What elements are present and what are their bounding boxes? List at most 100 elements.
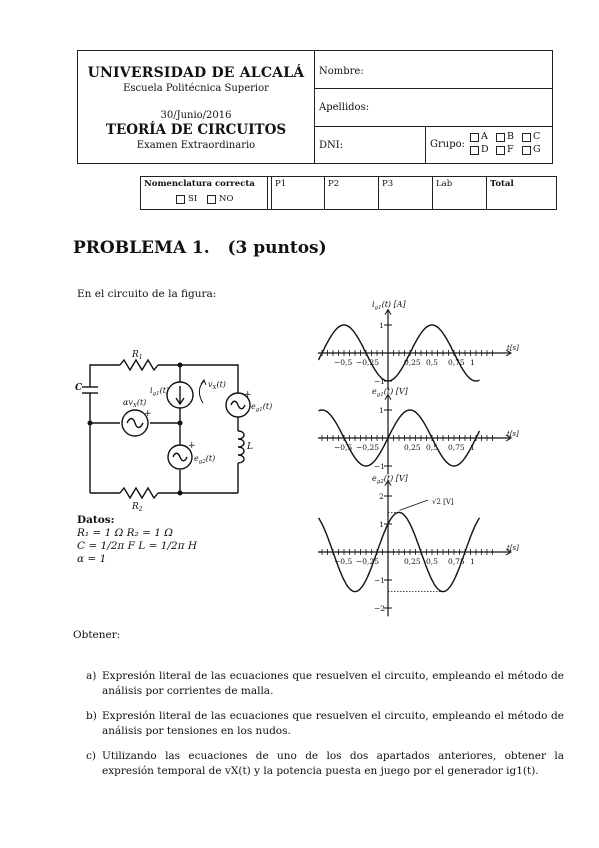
r2-label: R2 — [131, 502, 143, 513]
p3-label: P3 — [382, 179, 394, 189]
datos-block: Datos: R₁ = 1 Ω R₂ = 1 Ω C = 1/2π F L = … — [77, 514, 197, 566]
exam-header: UNIVERSIDAD DE ALCALÁ Escuela Politécnic… — [77, 50, 553, 164]
p1-label: P1 — [275, 179, 287, 189]
nomenclatura-label: Nomenclatura correcta — [144, 179, 255, 189]
eg2-x-tick-label: 0,75 — [448, 557, 465, 566]
eg1-waveform — [318, 409, 481, 467]
t-axis-label-1: t[s] — [507, 344, 519, 352]
header-title-block: UNIVERSIDAD DE ALCALÁ Escuela Politécnic… — [78, 51, 315, 163]
question-a-text: Expresión literal de las ecuaciones que … — [102, 670, 564, 697]
apellidos-label: Apellidos: — [319, 102, 370, 113]
p2-label: P2 — [328, 179, 340, 189]
eg2-y-arrow — [384, 479, 392, 486]
sqrt2-pointer — [399, 499, 429, 511]
waveform-graphs: −0,5 −0,25 0,25 0,5 0,75 1 1 −1 −0,5 −0,25 0,25 0,5… — [317, 300, 519, 617]
si-checkbox[interactable] — [176, 195, 185, 204]
total-cell[interactable]: Total — [486, 177, 557, 209]
group-d-checkbox[interactable] — [470, 146, 479, 155]
eg1-x-tick-label: −0,5 — [334, 443, 352, 452]
group-f-checkbox[interactable] — [496, 146, 505, 155]
eg2-y-tick-label: −2 — [374, 604, 385, 613]
nombre-label: Nombre: — [319, 66, 364, 77]
group-g-checkbox[interactable] — [522, 146, 531, 155]
group-c-checkbox[interactable] — [522, 133, 531, 142]
grupo-cell: Grupo: A B C D F G — [425, 127, 554, 163]
l-label: L — [246, 442, 253, 452]
r1-label: R1 — [131, 350, 143, 361]
group-c-label: C — [533, 131, 541, 142]
eg1-x-tick-label: 0,75 — [448, 443, 465, 452]
ig1-x-arrow — [505, 349, 512, 357]
datos-line1: R₁ = 1 Ω R₂ = 1 Ω — [77, 527, 173, 539]
obtener-label: Obtener: — [73, 629, 121, 641]
eg1-x-arrow — [505, 434, 512, 442]
nombre-field[interactable]: Nombre: — [315, 51, 552, 89]
ig1-x-tick-label: 0,75 — [448, 358, 465, 367]
eg2-x-tick-label: 0,25 — [404, 557, 421, 566]
question-c-label: c) — [86, 750, 96, 762]
datos-line3: α = 1 — [77, 553, 107, 565]
dni-field[interactable]: DNI: Grupo: A B C D F G — [315, 127, 552, 163]
eg2-x-arrow — [505, 548, 512, 556]
eg2-graph-label: eg2(t) [V] — [372, 474, 409, 485]
question-b-text: Expresión literal de las ecuaciones que … — [102, 710, 564, 737]
nomenclatura-cell: Nomenclatura correcta SI NO — [141, 177, 268, 209]
group-b-label: B — [507, 131, 514, 142]
eg2-x-tick-label: 0,5 — [426, 557, 438, 566]
circuit-diagram: R1 R2 C L αvX(t) + ig1(t) vX(t) eg1(t) +… — [75, 350, 272, 513]
problem-number: PROBLEMA 1. — [73, 238, 210, 258]
dep-plus-sign: + — [144, 409, 152, 419]
p3-cell[interactable]: P3 — [378, 177, 432, 209]
ig1-y-tick-label: −1 — [374, 377, 385, 386]
question-b: b) Expresión literal de las ecuaciones q… — [86, 709, 564, 739]
apellidos-field[interactable]: Apellidos: — [315, 89, 552, 127]
p1-cell[interactable]: P1 — [271, 177, 324, 209]
datos-line2: C = 1/2π F L = 1/2π H — [77, 540, 198, 552]
eg2-y-tick-label: −1 — [374, 576, 385, 585]
eg2-x-tick-label: −0,5 — [334, 557, 352, 566]
question-c-text: Utilizando las ecuaciones de uno de los … — [102, 750, 564, 777]
problem-title: PROBLEMA 1. (3 puntos) — [73, 238, 327, 258]
p2-cell[interactable]: P2 — [324, 177, 378, 209]
ig1-x-tick-label: 1 — [470, 358, 475, 367]
eg1-y-arrow — [384, 393, 392, 400]
total-label: Total — [490, 179, 514, 189]
group-d-label: D — [481, 144, 489, 155]
exam-type: Examen Extraordinario — [136, 140, 256, 151]
dni-label: DNI: — [319, 140, 344, 151]
ig1-x-tick-label: −0,25 — [356, 358, 379, 367]
group-f-label: F — [507, 144, 514, 155]
t-axis-label-2: t[s] — [507, 430, 519, 438]
sqrt2-note: √2 [V] — [432, 498, 454, 506]
eg1-plus-sign: + — [244, 390, 252, 400]
eg1-x-tick-label: 1 — [470, 443, 475, 452]
eg2-x-tick-label: −0,25 — [356, 557, 379, 566]
lab-cell[interactable]: Lab — [432, 177, 486, 209]
subject-title: TEORÍA DE CIRCUITOS — [105, 122, 287, 138]
university-name: UNIVERSIDAD DE ALCALÁ — [87, 65, 305, 81]
no-checkbox[interactable] — [207, 195, 216, 204]
school-name: Escuela Politécnica Superior — [123, 83, 269, 94]
group-a-checkbox[interactable] — [470, 133, 479, 142]
ig1-source — [166, 381, 194, 409]
c-label: C — [75, 383, 83, 393]
ig1-label: ig1(t) — [150, 386, 169, 397]
eg2-x-tick-label: 1 — [470, 557, 475, 566]
question-a: a) Expresión literal de las ecuaciones q… — [86, 669, 564, 699]
ig1-graph-label: ig1(t) [A] — [372, 300, 406, 311]
group-b-checkbox[interactable] — [496, 133, 505, 142]
ig1-waveform — [317, 324, 480, 382]
ig1-y-arrow — [384, 308, 392, 315]
group-g-label: G — [533, 144, 541, 155]
ig1-x-tick-label: 0,5 — [426, 358, 438, 367]
inductor-coil — [237, 430, 245, 464]
eg1-y-tick-label: −1 — [374, 462, 385, 471]
question-b-label: b) — [86, 710, 97, 722]
r1-resistor — [119, 358, 159, 372]
eg1-x-tick-label: −0,25 — [356, 443, 379, 452]
vx-label: vX(t) — [208, 380, 226, 391]
ig1-x-tick-label: 0,25 — [404, 358, 421, 367]
eg1-source — [225, 392, 251, 418]
dependent-source — [121, 409, 149, 437]
eg1-y-tick-label: 1 — [379, 406, 384, 415]
